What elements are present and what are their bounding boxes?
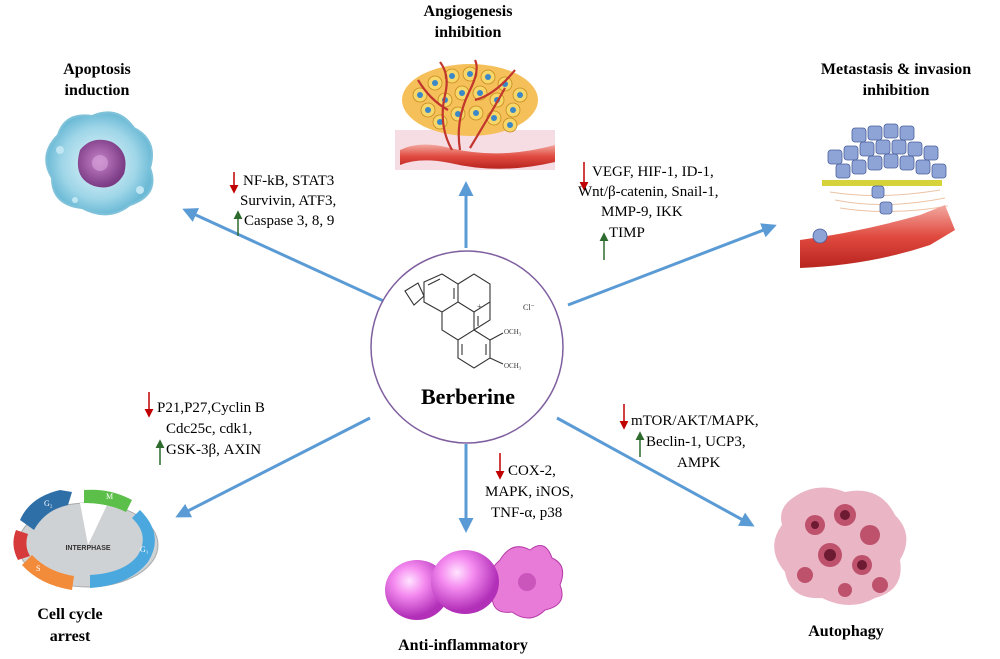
cell-cycle-phase-m: M xyxy=(106,492,113,501)
metastasis-marker-3: MMP-9, IKK xyxy=(601,204,683,220)
berberine-molecule xyxy=(404,273,504,369)
center-circle xyxy=(370,250,564,444)
apoptosis-marker-2: Survivin, ATF3, xyxy=(240,193,336,209)
anti-inflammatory-marker-3: TNF-α, p38 xyxy=(491,505,562,521)
cell-cycle-marker-3: GSK-3β, AXIN xyxy=(166,442,261,458)
arrow-to-cell-cycle xyxy=(175,416,371,518)
metastasis-title-line2: inhibition xyxy=(863,82,930,99)
cell-cycle-phase-g1: G₁ xyxy=(140,545,149,554)
metastasis-marker-4: TIMP xyxy=(609,225,645,241)
effect-anti-inflammatory: COX-2, MAPK, iNOS, TNF-α, p38 Anti-infla… xyxy=(385,453,574,654)
anti-inflammatory-marker-2: MAPK, iNOS, xyxy=(485,484,574,500)
autophagy-marker-1: mTOR/AKT/MAPK, xyxy=(631,413,759,429)
cell-cycle-phase-g2: G₂ xyxy=(44,499,53,508)
autophagy-illustration xyxy=(774,487,907,605)
effect-apoptosis: Apoptosis induction NF-kB, STAT3 Survivi… xyxy=(45,61,336,236)
angiogenesis-title-line1: Angiogenesis xyxy=(424,3,513,20)
anti-inflammatory-title: Anti-inflammatory xyxy=(398,637,528,654)
radial-arrows xyxy=(175,181,777,533)
metastasis-marker-2: Wnt/β-catenin, Snail-1, xyxy=(578,184,719,200)
autophagy-title: Autophagy xyxy=(808,623,884,640)
arrow-to-metastasis xyxy=(567,223,777,307)
metastasis-illustration xyxy=(800,123,955,268)
molecule-methoxy-top: OCH₃ xyxy=(504,328,522,336)
metastasis-title-line1: Metastasis & invasion xyxy=(821,61,971,78)
anti-inflammatory-illustration xyxy=(385,545,564,620)
molecule-methoxy-bottom: OCH₃ xyxy=(504,362,522,370)
effect-metastasis: Metastasis & invasion inhibition xyxy=(578,61,971,268)
anti-inflammatory-marker-1: COX-2, xyxy=(508,463,556,479)
apoptosis-title-line2: induction xyxy=(65,82,130,99)
berberine-center: + Cl⁻ OCH₃ OCH₃ Berberine xyxy=(370,250,564,444)
molecule-charge: + xyxy=(477,302,482,311)
apoptosis-cell-illustration xyxy=(45,111,154,216)
metastasis-marker-1: VEGF, HIF-1, ID-1, xyxy=(592,164,714,180)
cell-cycle-interphase: INTERPHASE xyxy=(65,545,110,552)
molecule-counter-ion: Cl⁻ xyxy=(523,303,535,312)
apoptosis-marker-1: NF-kB, STAT3 xyxy=(243,173,334,189)
apoptosis-marker-3: Caspase 3, 8, 9 xyxy=(244,213,334,229)
angiogenesis-illustration xyxy=(395,59,555,170)
cell-cycle-marker-1: P21,P27,Cyclin B xyxy=(157,400,265,416)
autophagy-marker-3: AMPK xyxy=(677,455,721,471)
center-label: Berberine xyxy=(421,384,515,409)
cell-cycle-title-line2: arrest xyxy=(50,628,91,645)
angiogenesis-title-line2: inhibition xyxy=(435,24,502,41)
effect-angiogenesis: Angiogenesis inhibition xyxy=(395,3,555,170)
autophagy-marker-2: Beclin-1, UCP3, xyxy=(646,434,746,450)
arrow-to-autophagy xyxy=(556,416,755,527)
apoptosis-title-line1: Apoptosis xyxy=(63,61,131,78)
arrow-to-apoptosis xyxy=(182,208,389,305)
effect-cell-cycle: P21,P27,Cyclin B Cdc25c, cdk1, GSK-3β, A… xyxy=(13,392,265,645)
cell-cycle-title-line1: Cell cycle xyxy=(37,606,102,623)
cell-cycle-marker-2: Cdc25c, cdk1, xyxy=(166,421,252,437)
cell-cycle-wheel: G₂ M G₁ S INTERPHASE xyxy=(13,489,159,590)
effect-autophagy: mTOR/AKT/MAPK, Beclin-1, UCP3, AMPK Auto… xyxy=(619,404,907,640)
cell-cycle-phase-s: S xyxy=(36,564,40,573)
